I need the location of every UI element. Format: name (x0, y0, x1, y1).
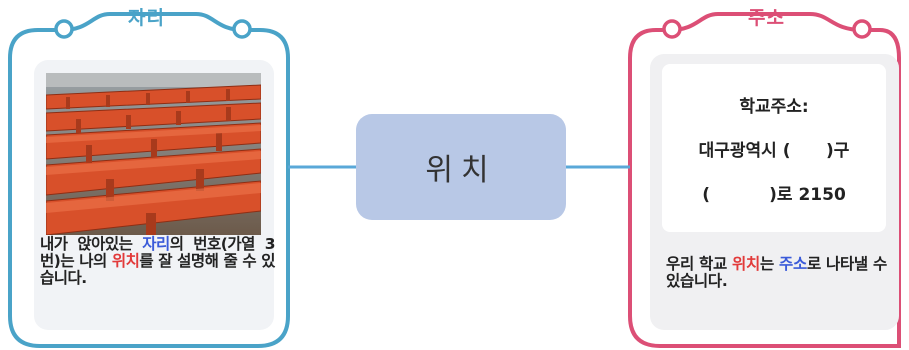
right-caption: 우리 학교 위치는 주소로 나타낼 수 있습니다. (666, 255, 887, 290)
left-ring-right (232, 19, 252, 39)
left-panel-title: 자리 (128, 7, 165, 29)
address-line-2: 대구광역시 ( )구 (698, 141, 850, 161)
left-ring-left (54, 19, 74, 39)
address-card: 학교주소: 대구광역시 ( )구 ( )로 2150 (662, 64, 886, 232)
highlight-address: 주소 (779, 255, 807, 273)
left-frame-top (61, 12, 245, 32)
left-frame (8, 28, 290, 348)
center-label: 위치 (425, 153, 497, 188)
center-box: 위치 (356, 114, 566, 220)
highlight-seat: 자리 (142, 235, 170, 253)
stadium-seats-image (46, 73, 261, 235)
highlight-location: 위치 (111, 252, 140, 270)
right-frame-top (669, 12, 863, 32)
right-frame (628, 28, 901, 348)
address-line-3: ( )로 2150 (702, 185, 846, 205)
left-caption: 내가 앉아있는 자리의 번호(가열 3번)는 나의 위치를 잘 설명해 줄 수 … (40, 235, 276, 287)
right-panel-title: 주소 (748, 7, 785, 29)
right-ring-left (662, 19, 682, 39)
address-line-1: 학교주소: (739, 97, 809, 117)
right-ring-right (852, 19, 872, 39)
highlight-location: 위치 (732, 255, 760, 273)
